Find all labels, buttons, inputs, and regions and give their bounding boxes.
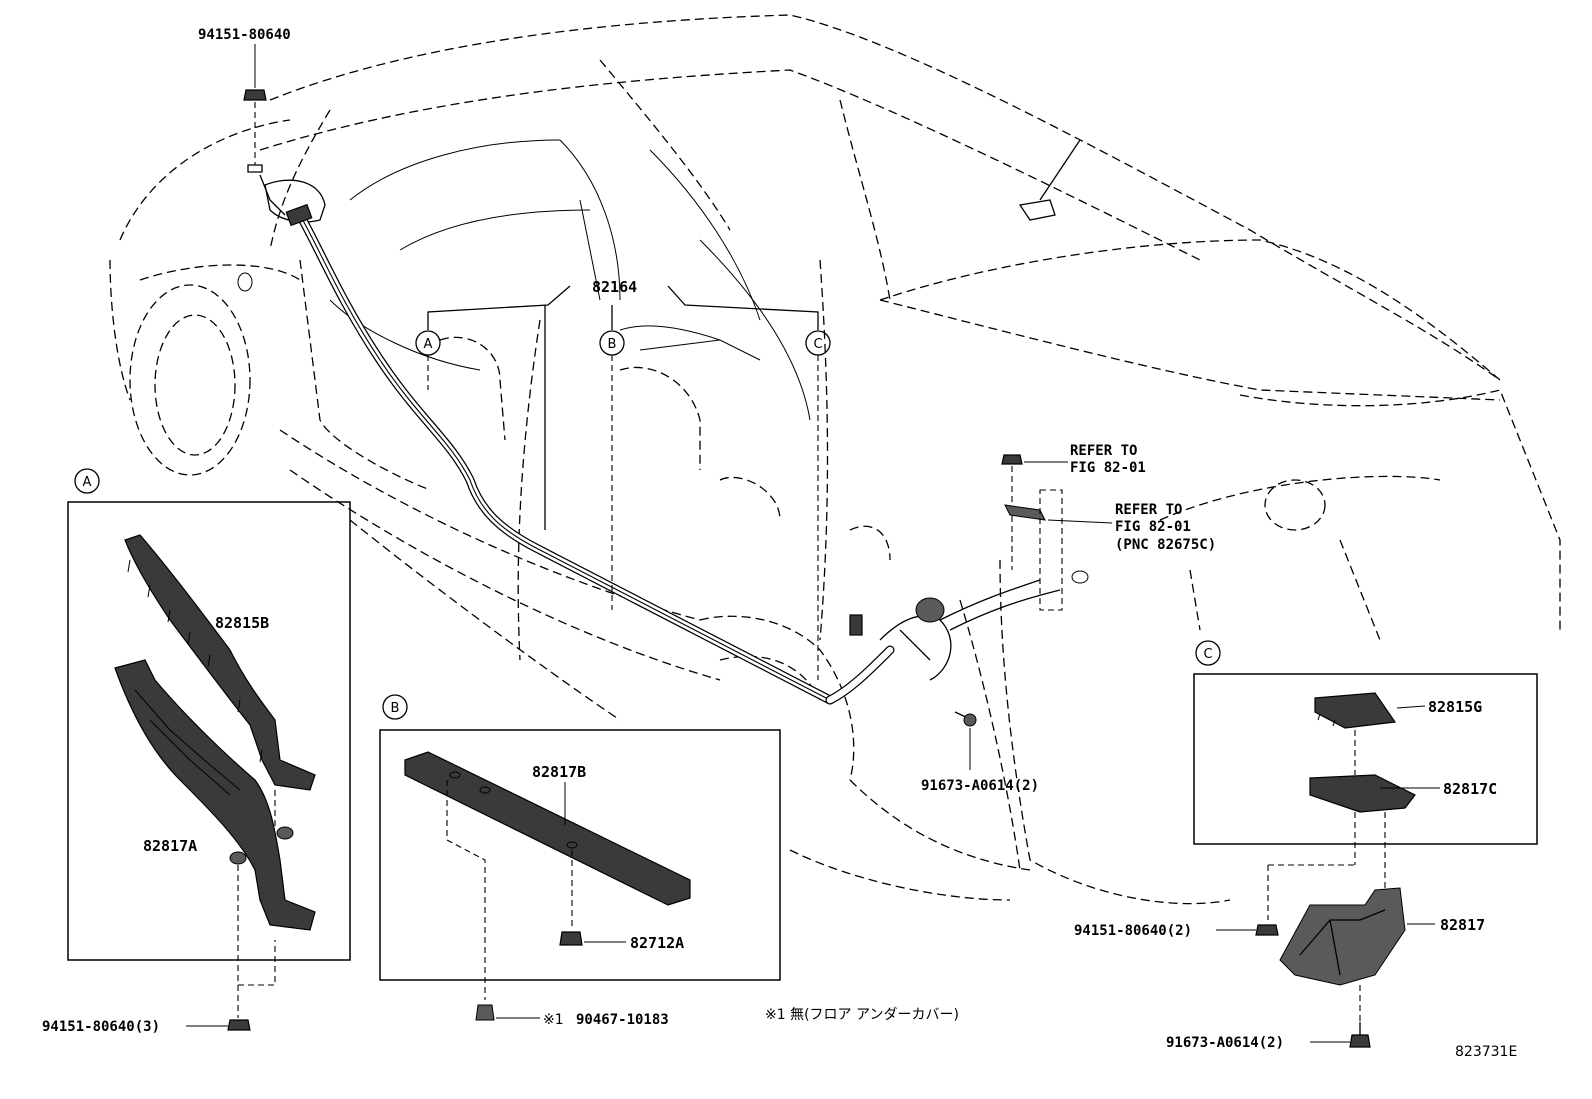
protector-82815b <box>124 534 316 791</box>
refer-to-group: REFER TO FIG 82-01 REFER TO FIG 82-01 (P… <box>1001 443 1216 611</box>
bolt-center-label: 91673-A0614(2) <box>921 778 1039 794</box>
protector-82817a <box>114 659 316 931</box>
bolt-top-icon <box>243 89 267 101</box>
harness-label: 82164 <box>592 278 637 296</box>
detail-b-marker: B <box>391 701 400 716</box>
b-fastener-icon <box>475 1004 495 1021</box>
c-lower-label: 82817C <box>1443 780 1497 798</box>
b-clip-icon <box>559 931 583 946</box>
bolt-center-icon <box>963 713 977 727</box>
refer2-line2: FIG 82-01 <box>1115 519 1191 535</box>
c-bolt-bottom-icon <box>1349 1034 1371 1048</box>
detail-b-frame <box>379 729 781 981</box>
b-fastener-label: 90467-10183 <box>576 1012 669 1028</box>
callout-c-marker: C <box>813 337 822 352</box>
c-bolt-bottom-label: 91673-A0614(2) <box>1166 1035 1284 1051</box>
detail-c-frame <box>1193 673 1538 845</box>
diagram-code: 823731E <box>1455 1044 1517 1060</box>
a-lower-label: 82817A <box>143 837 197 855</box>
refer1-line2: FIG 82-01 <box>1070 460 1146 476</box>
c-bolt-left-icon <box>1255 924 1279 936</box>
detail-a: A 82815B 82817A 94151-80640(3) <box>42 468 351 1035</box>
detail-c-marker: C <box>1203 647 1212 662</box>
detail-c: C 82815G 82817C 82817 94151-80640(2) 916… <box>1074 640 1538 1051</box>
callout-b-marker: B <box>608 337 617 352</box>
refer-clip-icon <box>1004 504 1046 521</box>
refer2-line3: (PNC 82675C) <box>1115 537 1216 553</box>
protector-82817b <box>404 751 691 906</box>
b-clip-label: 82712A <box>630 934 684 952</box>
b-protector-label: 82817B <box>532 763 586 781</box>
detail-a-marker: A <box>83 475 92 490</box>
a-bolt-label: 94151-80640(3) <box>42 1019 160 1035</box>
car-body-outline <box>109 14 1561 905</box>
detail-a-frame <box>67 501 351 961</box>
protector-82815g <box>1314 692 1397 729</box>
c-bolt-left-label: 94151-80640(2) <box>1074 923 1192 939</box>
a-upper-label: 82815B <box>215 614 269 632</box>
b-fastener-mark: ※1 <box>543 1012 564 1028</box>
protector-82817c <box>1309 774 1416 813</box>
refer1-line1: REFER TO <box>1070 443 1137 459</box>
harness-callout: 82164 A B C <box>415 278 831 680</box>
detail-b: B 82817B 82712A ※1 90467-10183 <box>379 694 781 1028</box>
bolt-top-group: 94151-80640 <box>198 27 291 173</box>
a-bolt-icon <box>227 1019 251 1031</box>
c-bracket-label: 82817 <box>1440 916 1485 934</box>
bolt-center-group: 91673-A0614(2) <box>921 711 1039 794</box>
refer-bolt-icon <box>1001 454 1023 465</box>
note-text: ※1 無(フロア アンダーカバー) <box>765 1007 959 1023</box>
c-upper-label: 82815G <box>1428 698 1482 716</box>
bolt-top-label: 94151-80640 <box>198 27 291 43</box>
wire-harness-82164 <box>259 174 1089 705</box>
callout-a-marker: A <box>424 337 433 352</box>
refer2-line1: REFER TO <box>1115 502 1182 518</box>
bracket-82817 <box>1279 887 1406 986</box>
